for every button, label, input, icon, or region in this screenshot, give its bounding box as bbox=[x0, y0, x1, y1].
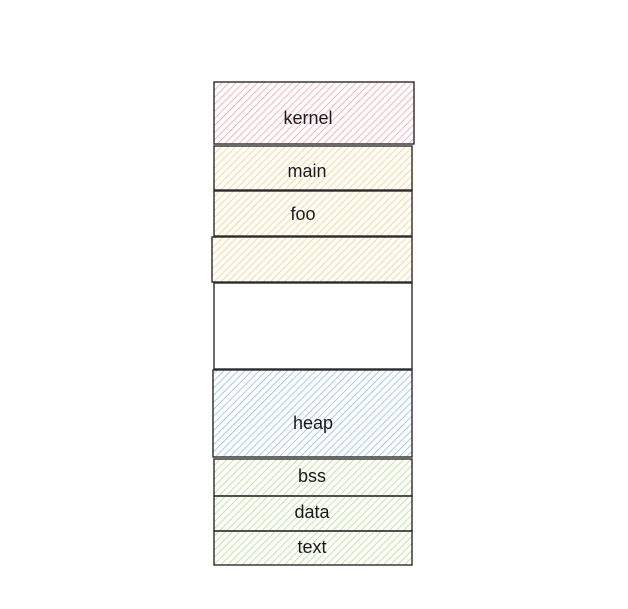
segment-kernel-box bbox=[213, 81, 415, 145]
segment-stack-frame bbox=[211, 236, 413, 283]
segment-heap-label: heap bbox=[293, 413, 333, 433]
segment-kernel: kernel bbox=[213, 81, 415, 145]
segment-heap: heap bbox=[212, 369, 413, 458]
segment-bss-label: bss bbox=[298, 466, 326, 486]
segment-free-space-box bbox=[213, 282, 413, 370]
segment-data-box bbox=[213, 495, 413, 532]
segment-text-box bbox=[213, 530, 413, 566]
segment-kernel-label: kernel bbox=[283, 108, 332, 128]
segment-data-label: data bbox=[294, 502, 330, 522]
segment-text: text bbox=[213, 530, 413, 566]
segment-text-label: text bbox=[297, 537, 326, 557]
segment-bss: bss bbox=[213, 458, 413, 497]
segment-data: data bbox=[213, 495, 413, 532]
segment-foo-label: foo bbox=[290, 204, 315, 224]
segment-stack-frame-box bbox=[211, 236, 413, 283]
segment-foo-box bbox=[213, 190, 413, 237]
segment-main-box bbox=[213, 145, 413, 191]
segment-free-space bbox=[213, 282, 413, 370]
segment-heap-box bbox=[212, 369, 413, 458]
segment-main: main bbox=[213, 145, 413, 191]
segment-main-label: main bbox=[287, 161, 326, 181]
segment-foo: foo bbox=[213, 190, 413, 237]
